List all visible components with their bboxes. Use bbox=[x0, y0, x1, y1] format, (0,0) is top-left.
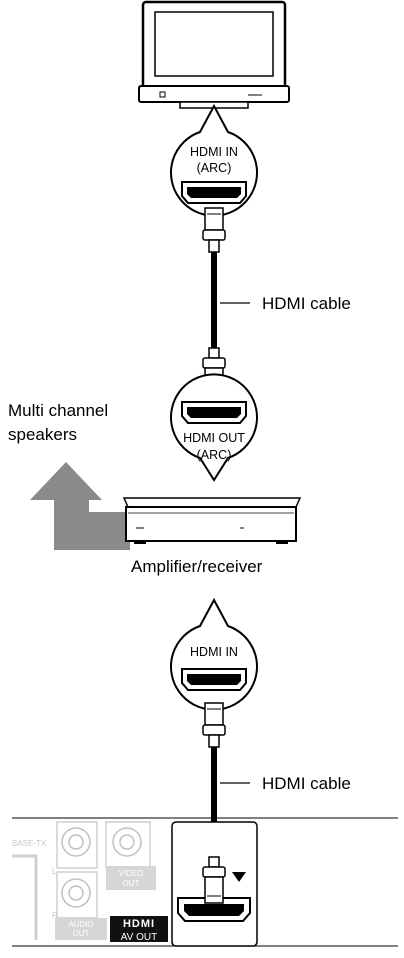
audio-out-label-line1: AUDIO bbox=[68, 920, 93, 929]
tv-port-label-line1: HDMI IN bbox=[190, 145, 238, 159]
tv-icon bbox=[138, 0, 290, 109]
amplifier-icon bbox=[122, 497, 302, 544]
rca-jack-icon bbox=[56, 821, 98, 869]
down-triangle-icon bbox=[232, 872, 246, 882]
amp-port-label-line1: HDMI OUT bbox=[183, 431, 245, 445]
hdmi-socket-icon bbox=[181, 668, 247, 691]
amplifier-label: Amplifier/receiver bbox=[131, 557, 263, 576]
hdmi-logo-text: HDMI bbox=[123, 918, 155, 930]
amp-in-port-label: HDMI IN bbox=[190, 645, 238, 659]
hdmi-plug-icon bbox=[202, 856, 226, 904]
amp-hdmi-out-port: HDMI OUT (ARC) bbox=[170, 373, 258, 482]
hdmi-socket-icon bbox=[181, 401, 247, 424]
tv-hdmi-in-port: HDMI IN (ARC) bbox=[170, 103, 258, 217]
base-tx-label: BASE-TX bbox=[12, 839, 47, 848]
player-rear-panel: BASE-TX L R AUDIO OUT VIDEO OUT HDMI AV … bbox=[12, 817, 398, 947]
speaker-output-arrow-icon bbox=[30, 462, 130, 550]
hdmi-logo bbox=[110, 916, 168, 930]
cable-top-label: HDMI cable bbox=[262, 294, 351, 313]
cable-bottom-label: HDMI cable bbox=[262, 774, 351, 793]
amp-hdmi-in-port: HDMI IN bbox=[170, 597, 258, 711]
speakers-label-line1: Multi channel bbox=[8, 401, 108, 420]
amp-port-label-line2: (ARC) bbox=[197, 448, 232, 462]
channel-r-label: R bbox=[52, 911, 58, 920]
av-out-label: AV OUT bbox=[121, 932, 157, 943]
hdmi-socket-icon bbox=[177, 897, 251, 922]
hdmi-plug-icon bbox=[202, 207, 226, 253]
video-out-label-line2: OUT bbox=[123, 879, 140, 888]
video-out-label-line1: VIDEO bbox=[119, 869, 144, 878]
audio-out-label-line2: OUT bbox=[73, 929, 90, 938]
tv-port-label-line2: (ARC) bbox=[197, 161, 232, 175]
hdmi-cable-bottom bbox=[202, 702, 226, 857]
hdmi-plug-icon bbox=[202, 702, 226, 748]
channel-l-label: L bbox=[52, 867, 57, 876]
rca-jack-icon bbox=[105, 821, 151, 869]
hdmi-cable-top bbox=[202, 207, 226, 391]
speakers-label-line2: speakers bbox=[8, 425, 77, 444]
rca-jack-icon bbox=[56, 871, 98, 919]
hdmi-socket-icon bbox=[181, 181, 247, 204]
